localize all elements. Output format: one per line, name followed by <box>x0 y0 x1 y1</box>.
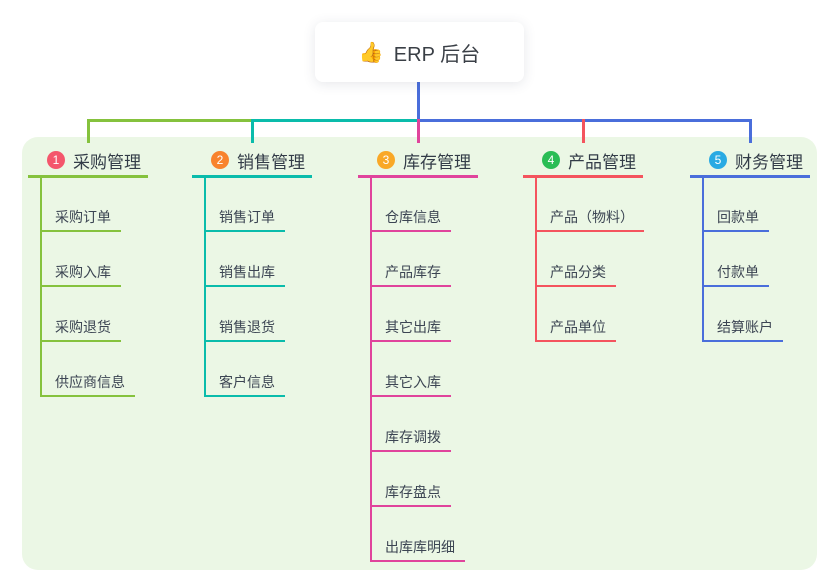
child-node[interactable]: 采购退货 <box>55 319 111 335</box>
subtree-spine-line <box>40 178 42 397</box>
child-node[interactable]: 产品分类 <box>550 264 606 280</box>
category-underline <box>192 175 312 178</box>
child-underline <box>702 230 769 232</box>
category-label: 采购管理 <box>73 152 141 172</box>
category-number-badge: 2 <box>211 151 229 169</box>
category-node-2[interactable]: 2 销售管理 <box>192 147 312 173</box>
trunk-segment-line <box>251 119 420 122</box>
child-node[interactable]: 销售订单 <box>219 209 275 225</box>
category-number-badge: 3 <box>377 151 395 169</box>
branches-panel <box>22 137 817 570</box>
category-underline <box>28 175 148 178</box>
child-underline <box>702 340 783 342</box>
child-underline <box>370 450 451 452</box>
child-node[interactable]: 出库库明细 <box>385 539 455 555</box>
child-underline <box>370 505 451 507</box>
category-number-badge: 1 <box>47 151 65 169</box>
subtree-spine-line <box>204 178 206 397</box>
child-underline <box>702 285 769 287</box>
child-node[interactable]: 销售退货 <box>219 319 275 335</box>
root-node[interactable]: 👍 ERP 后台 <box>315 22 524 82</box>
child-underline <box>370 395 451 397</box>
category-underline <box>358 175 478 178</box>
branch-drop-line <box>87 119 90 143</box>
branch-drop-line <box>417 119 420 143</box>
child-underline <box>370 230 451 232</box>
child-node[interactable]: 销售出库 <box>219 264 275 280</box>
category-label: 库存管理 <box>403 152 471 172</box>
child-node[interactable]: 回款单 <box>717 209 759 225</box>
child-node[interactable]: 客户信息 <box>219 374 275 390</box>
branch-drop-line <box>251 119 254 143</box>
child-underline <box>535 340 616 342</box>
child-node[interactable]: 供应商信息 <box>55 374 125 390</box>
branch-drop-line <box>582 119 585 143</box>
category-node-5[interactable]: 5 财务管理 <box>690 147 810 173</box>
child-node[interactable]: 库存调拨 <box>385 429 441 445</box>
category-number-badge: 5 <box>709 151 727 169</box>
category-node-1[interactable]: 1 采购管理 <box>28 147 148 173</box>
child-underline <box>370 285 451 287</box>
subtree-spine-line <box>535 178 537 342</box>
child-underline <box>204 395 285 397</box>
child-node[interactable]: 产品（物料） <box>550 209 634 225</box>
child-underline <box>535 285 616 287</box>
child-node[interactable]: 产品库存 <box>385 264 441 280</box>
child-node[interactable]: 其它入库 <box>385 374 441 390</box>
child-node[interactable]: 采购入库 <box>55 264 111 280</box>
child-underline <box>40 340 121 342</box>
trunk-segment-line <box>87 119 254 122</box>
root-connector-line <box>417 82 420 122</box>
category-label: 财务管理 <box>735 152 803 172</box>
thumbs-up-icon: 👍 <box>358 41 384 64</box>
child-underline <box>40 285 121 287</box>
child-underline <box>204 340 285 342</box>
child-node[interactable]: 付款单 <box>717 264 759 280</box>
branch-drop-line <box>749 119 752 143</box>
child-underline <box>204 285 285 287</box>
category-underline <box>690 175 810 178</box>
child-underline <box>40 395 135 397</box>
category-label: 产品管理 <box>568 152 636 172</box>
child-node[interactable]: 库存盘点 <box>385 484 441 500</box>
child-underline <box>40 230 121 232</box>
category-label: 销售管理 <box>237 152 305 172</box>
child-node[interactable]: 其它出库 <box>385 319 441 335</box>
category-node-4[interactable]: 4 产品管理 <box>523 147 643 173</box>
child-node[interactable]: 采购订单 <box>55 209 111 225</box>
child-underline <box>535 230 644 232</box>
category-underline <box>523 175 643 178</box>
child-underline <box>204 230 285 232</box>
child-node[interactable]: 结算账户 <box>717 319 773 335</box>
root-node-label: ERP 后台 <box>393 43 481 66</box>
category-node-3[interactable]: 3 库存管理 <box>358 147 478 173</box>
child-node[interactable]: 产品单位 <box>550 319 606 335</box>
child-underline <box>370 560 465 562</box>
category-number-badge: 4 <box>542 151 560 169</box>
subtree-spine-line <box>702 178 704 342</box>
child-node[interactable]: 仓库信息 <box>385 209 441 225</box>
child-underline <box>370 340 451 342</box>
subtree-spine-line <box>370 178 372 562</box>
